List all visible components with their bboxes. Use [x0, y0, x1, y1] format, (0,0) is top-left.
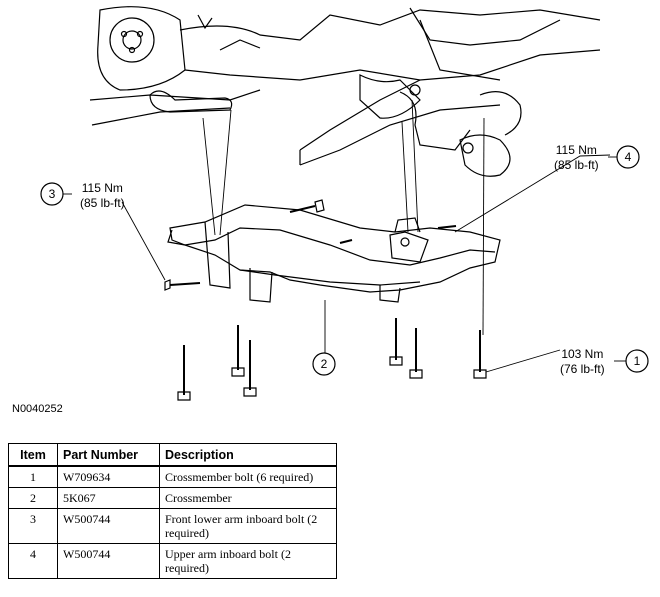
torque-nm-3: 115 Nm [81, 181, 123, 195]
torque-label-4: 115 Nm (85 lb-ft) [554, 143, 599, 173]
row-description: Upper arm inboard bolt (2 required) [159, 543, 337, 579]
row-part-number: 5K067 [57, 487, 160, 509]
row-part-number: W709634 [57, 465, 160, 488]
alignment-lines [202, 99, 485, 336]
row-item: 3 [8, 508, 58, 544]
header-description: Description [159, 443, 337, 467]
callout-number-2: 2 [321, 357, 328, 371]
table-row: 2 5K067 Crossmember [8, 487, 337, 509]
figure-id: N0040252 [12, 403, 63, 415]
row-item: 2 [8, 487, 58, 509]
torque-nm-1: 103 Nm [561, 347, 604, 361]
torque-lbft-1: (76 lb-ft) [560, 362, 605, 376]
row-item: 4 [8, 543, 58, 579]
row-description: Crossmember [159, 487, 337, 509]
vehicle-frame-illustration [89, 6, 601, 177]
callout-circle-2 [312, 352, 336, 376]
row-description: Crossmember bolt (6 required) [159, 465, 337, 488]
table-row: 3 W500744 Front lower arm inboard bolt (… [8, 508, 337, 544]
header-item: Item [8, 443, 58, 467]
crossmember-illustration [167, 204, 501, 303]
torque-lbft-4: (85 lb-ft) [554, 158, 599, 172]
header-part-number: Part Number [57, 443, 160, 467]
callout-circles [40, 145, 649, 376]
parts-table: Item Part Number Description 1 W709634 C… [8, 443, 337, 579]
callout-number-3: 3 [49, 187, 56, 201]
torque-nm-4: 115 Nm [555, 143, 597, 157]
table-row: 4 W500744 Upper arm inboard bolt (2 requ… [8, 543, 337, 579]
leader-lines [121, 154, 611, 373]
bolt-illustrations [164, 199, 487, 401]
row-description: Front lower arm inboard bolt (2 required… [159, 508, 337, 544]
row-item: 1 [8, 465, 58, 488]
row-part-number: W500744 [57, 543, 160, 579]
table-header-row: Item Part Number Description [8, 443, 337, 467]
suspension-crossmember-diagram: 3 4 2 1 [40, 6, 649, 401]
torque-label-1: 103 Nm (76 lb-ft) [560, 347, 605, 377]
torque-lbft-3: (85 lb-ft) [80, 196, 125, 210]
torque-label-3: 115 Nm (85 lb-ft) [80, 181, 125, 211]
callout-number-4: 4 [625, 150, 632, 164]
callout-number-1: 1 [634, 354, 641, 368]
row-part-number: W500744 [57, 508, 160, 544]
table-row: 1 W709634 Crossmember bolt (6 required) [8, 465, 337, 488]
